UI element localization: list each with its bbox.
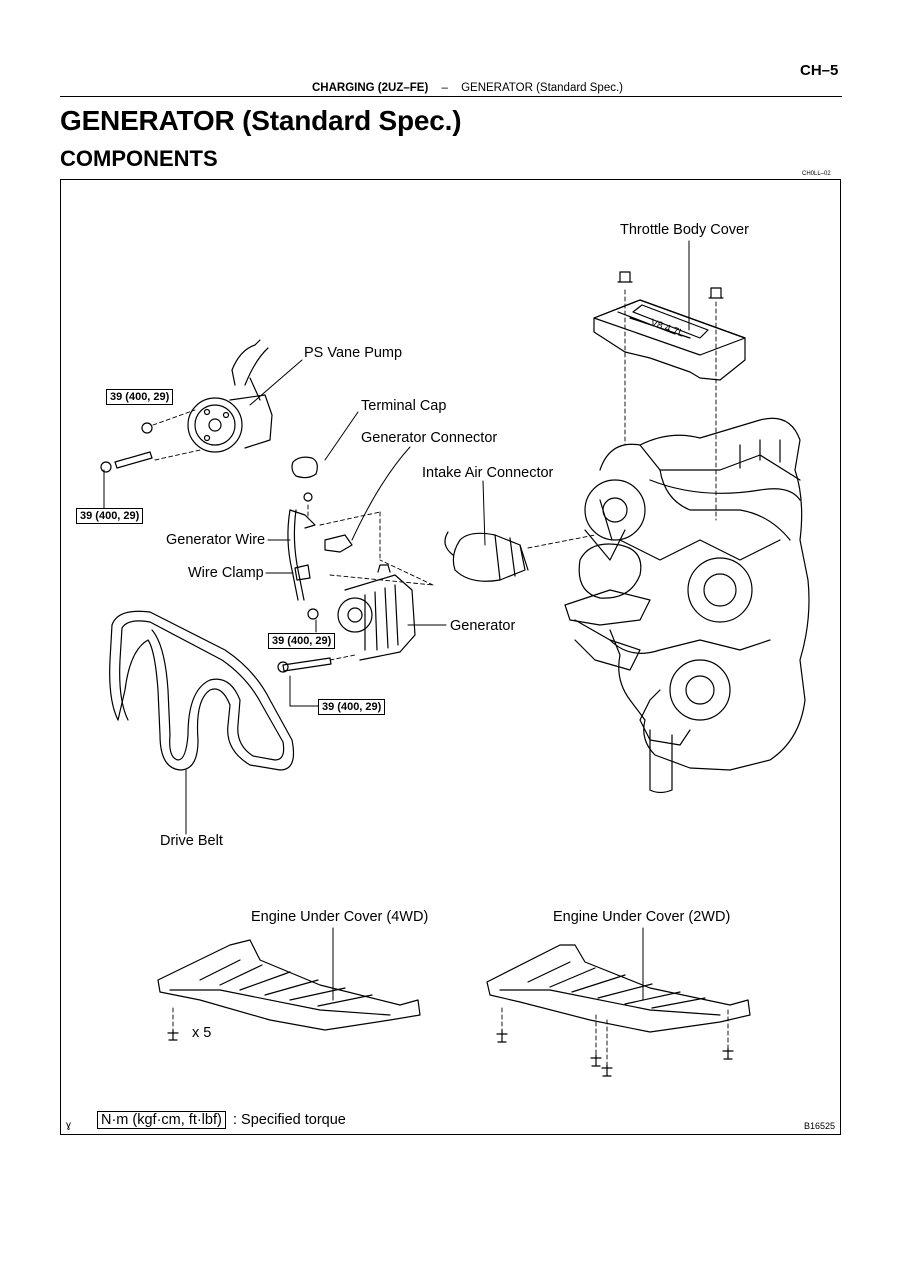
diagram-code: B16525 <box>804 1121 836 1131</box>
torque-unit-box: N·m (kgf·cm, ft·lbf) <box>97 1111 226 1129</box>
torque-spec-generator-nut: 39 (400, 29) <box>268 633 336 649</box>
label-intake-air-connector: Intake Air Connector <box>422 465 554 481</box>
label-engine-under-cover-2wd: Engine Under Cover (2WD) <box>553 909 731 925</box>
label-generator: Generator <box>450 618 516 634</box>
terminal-cap-drawing <box>291 456 318 502</box>
ps-vane-pump-drawing <box>100 339 273 473</box>
drive-belt-drawing <box>109 610 295 771</box>
label-throttle-body-cover: Throttle Body Cover <box>620 222 749 238</box>
throttle-body-cover-drawing: V8 4.7L <box>593 271 746 381</box>
label-generator-wire: Generator Wire <box>166 532 266 548</box>
legend-mark: ɣ <box>66 1120 72 1131</box>
running-header-section: CHARGING (2UZ–FE) <box>312 82 429 94</box>
torque-spec-generator-bolt: 39 (400, 29) <box>318 699 386 715</box>
under-cover-4wd-drawing <box>157 939 421 1041</box>
label-engine-under-cover-4wd: Engine Under Cover (4WD) <box>251 909 429 925</box>
header-rule <box>60 96 842 97</box>
generator-drawing <box>277 564 416 673</box>
running-header: CHARGING (2UZ–FE) – GENERATOR (Standard … <box>312 82 623 94</box>
label-bolt-quantity: x 5 <box>192 1025 212 1041</box>
intake-air-connector-drawing <box>444 531 529 582</box>
page-title: GENERATOR (Standard Spec.) <box>60 105 462 136</box>
figure-code: CH0LL–02 <box>802 171 831 177</box>
section-subtitle: COMPONENTS <box>60 146 218 171</box>
svg-text:V8 4.7L: V8 4.7L <box>649 317 686 339</box>
label-ps-vane-pump: PS Vane Pump <box>304 345 403 361</box>
torque-legend-text: : Specified torque <box>233 1112 346 1128</box>
running-header-separator: – <box>441 82 448 94</box>
torque-spec-ps-pump-nut: 39 (400, 29) <box>106 389 174 405</box>
running-header-topic: GENERATOR (Standard Spec.) <box>461 82 624 94</box>
engine-drawing <box>564 417 810 794</box>
assembly-lines <box>152 289 729 1066</box>
label-generator-connector: Generator Connector <box>361 430 498 446</box>
label-terminal-cap: Terminal Cap <box>361 398 447 414</box>
label-wire-clamp: Wire Clamp <box>188 565 264 581</box>
page-number: CH–5 <box>800 62 839 79</box>
under-cover-2wd-drawing <box>486 944 751 1077</box>
label-drive-belt: Drive Belt <box>160 833 223 849</box>
figure-frame <box>60 179 841 1135</box>
generator-wire-drawing <box>287 509 353 601</box>
torque-spec-ps-pump-bolt: 39 (400, 29) <box>76 508 144 524</box>
